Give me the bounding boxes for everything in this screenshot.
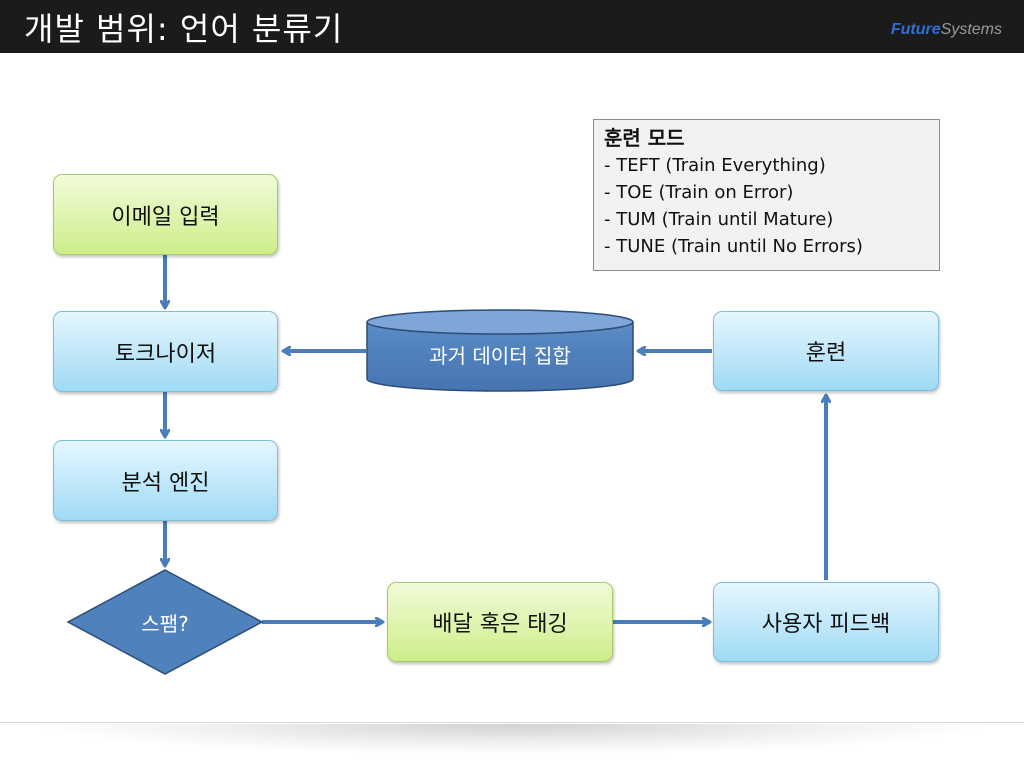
training-node: 훈련 bbox=[713, 311, 939, 391]
email-input-node: 이메일 입력 bbox=[53, 174, 278, 255]
analysis-engine-node: 분석 엔진 bbox=[53, 440, 278, 521]
page-title: 개발 범위: 언어 분류기 bbox=[24, 10, 344, 48]
brand-logo-part1: Future bbox=[890, 21, 941, 38]
training-modes-box: 훈련 모드 - TEFT (Train Everything) - TOE (T… bbox=[593, 119, 940, 271]
delivery-tagging-node: 배달 혹은 태깅 bbox=[387, 582, 613, 662]
footer-divider bbox=[0, 722, 1024, 723]
historical-dataset-label: 과거 데이터 집합 bbox=[429, 343, 571, 368]
title-bar: 개발 범위: 언어 분류기 FutureSystems bbox=[0, 0, 1024, 53]
spam-decision-label: 스팸? bbox=[141, 611, 189, 636]
training-mode-item: - TUM (Train until Mature) bbox=[604, 209, 834, 230]
footer-shadow bbox=[40, 724, 984, 754]
user-feedback-node: 사용자 피드백 bbox=[713, 582, 939, 662]
training-mode-item: - TOE (Train on Error) bbox=[604, 182, 794, 203]
dataset-cylinder bbox=[366, 309, 634, 392]
training-modes-heading: 훈련 모드 bbox=[604, 126, 685, 150]
training-mode-item: - TEFT (Train Everything) bbox=[604, 155, 826, 176]
tokenizer-node: 토크나이저 bbox=[53, 311, 278, 392]
spam-decision-diamond bbox=[66, 569, 264, 675]
brand-logo-part2: Systems bbox=[940, 21, 1002, 38]
brand-logo: FutureSystems bbox=[891, 21, 1002, 39]
training-mode-item: - TUNE (Train until No Errors) bbox=[604, 236, 863, 257]
